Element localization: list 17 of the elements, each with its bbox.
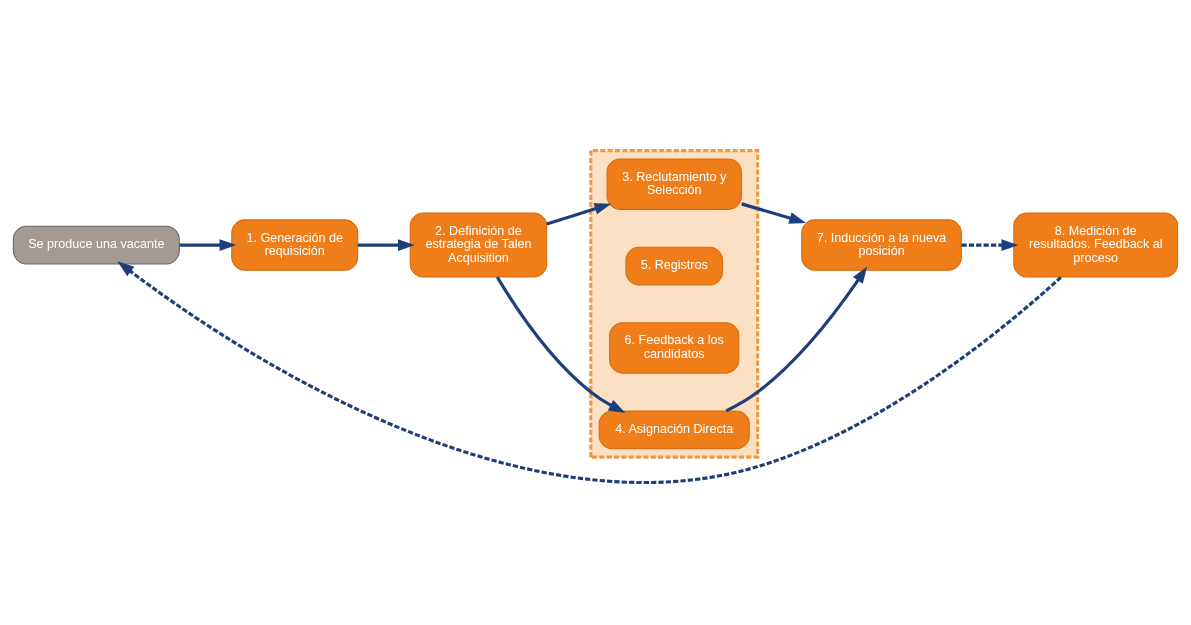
arrow bbox=[179, 239, 237, 251]
node-box: 3. Reclutamiento y Selección bbox=[606, 158, 742, 210]
node-box: Se produce una vacante bbox=[12, 225, 180, 265]
arrow bbox=[117, 261, 1062, 484]
node-box: 1. Generación de requisición bbox=[231, 219, 359, 271]
cluster bbox=[589, 149, 760, 459]
node-box: 5. Registros bbox=[625, 246, 724, 286]
node-box: 4. Asignación Directa bbox=[598, 410, 750, 450]
arrow bbox=[495, 276, 626, 413]
arrow bbox=[546, 203, 612, 226]
arrow bbox=[961, 239, 1019, 251]
arrow bbox=[725, 266, 868, 413]
arrow bbox=[357, 239, 415, 251]
node-box: 2. Definición de estrategia de Talen Acquisition bbox=[409, 212, 548, 278]
node-box: 8. Medición de resultados. Feedback al proceso bbox=[1013, 212, 1179, 278]
node-box: 7. Inducción a la nueva posición bbox=[801, 219, 962, 271]
node-box: 6. Feedback a los candidatos bbox=[609, 322, 740, 374]
